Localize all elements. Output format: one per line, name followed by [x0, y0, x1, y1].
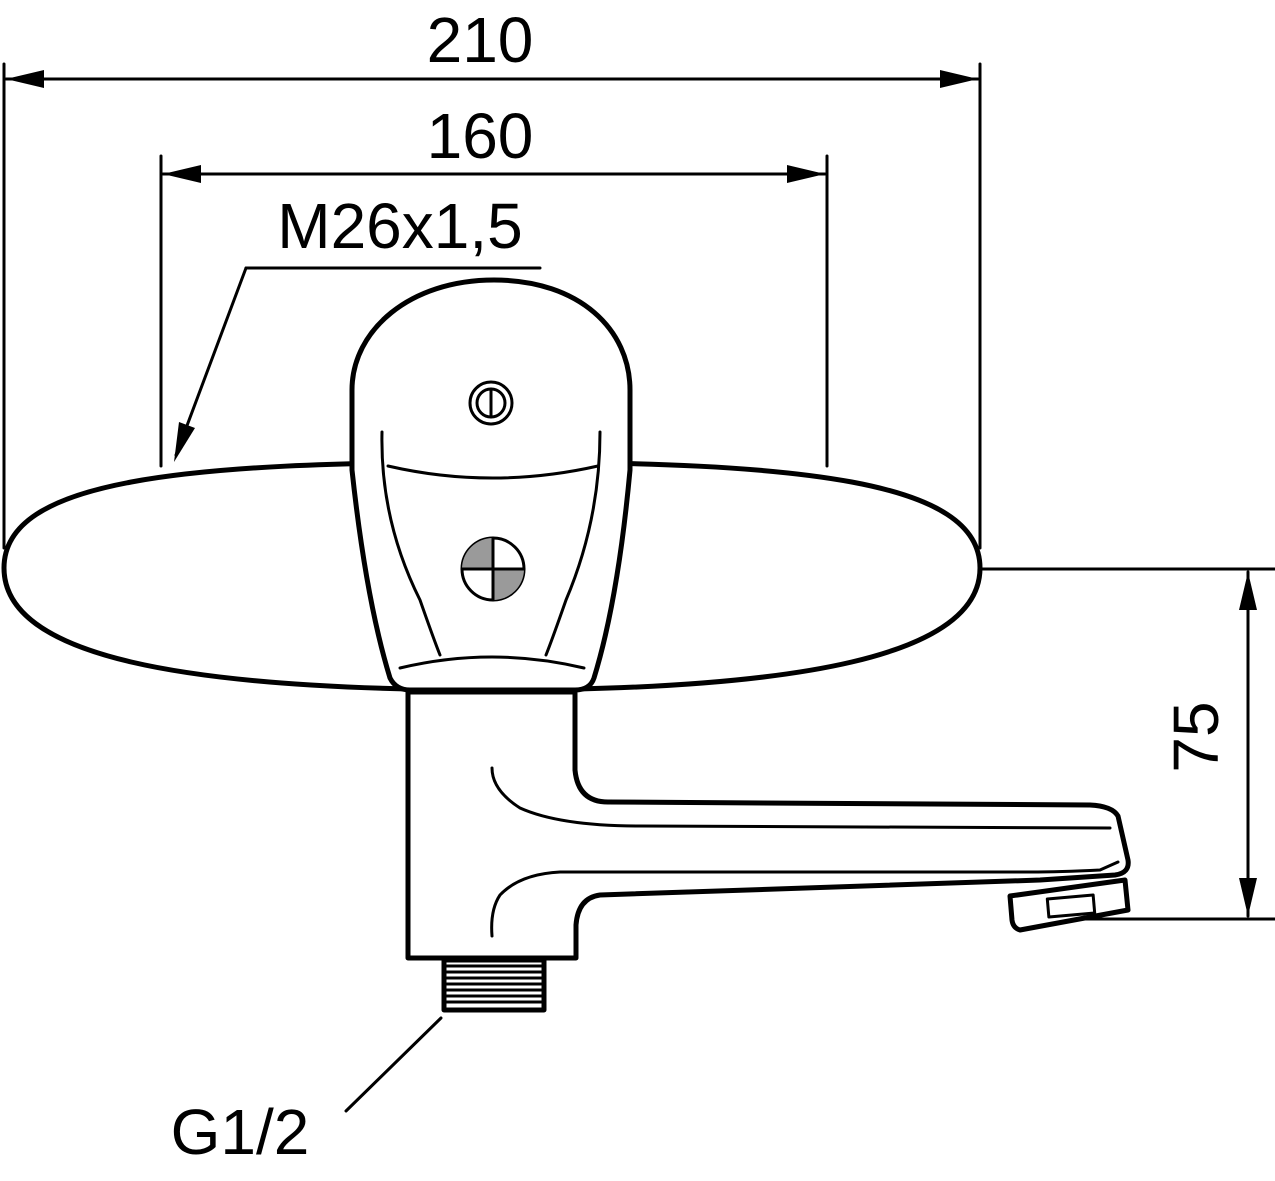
connection-label: G1/2 — [171, 1096, 310, 1168]
screw-icon — [468, 380, 514, 426]
connection-callout: G1/2 — [171, 1016, 443, 1168]
dimension-height: 75 — [1160, 570, 1257, 918]
thread-callout: M26x1,5 — [174, 190, 542, 462]
threaded-connection — [441, 957, 547, 1013]
height-label: 75 — [1160, 701, 1232, 772]
dimension-rosette-width: 160 — [161, 100, 827, 183]
overall-width-label: 210 — [427, 4, 534, 76]
dimension-overall-width: 210 — [4, 4, 980, 88]
thread-label: M26x1,5 — [277, 190, 522, 262]
lever-handle — [349, 277, 633, 693]
center-marker-icon — [460, 536, 526, 602]
rosette-width-label: 160 — [427, 100, 534, 172]
spout — [405, 689, 1131, 961]
